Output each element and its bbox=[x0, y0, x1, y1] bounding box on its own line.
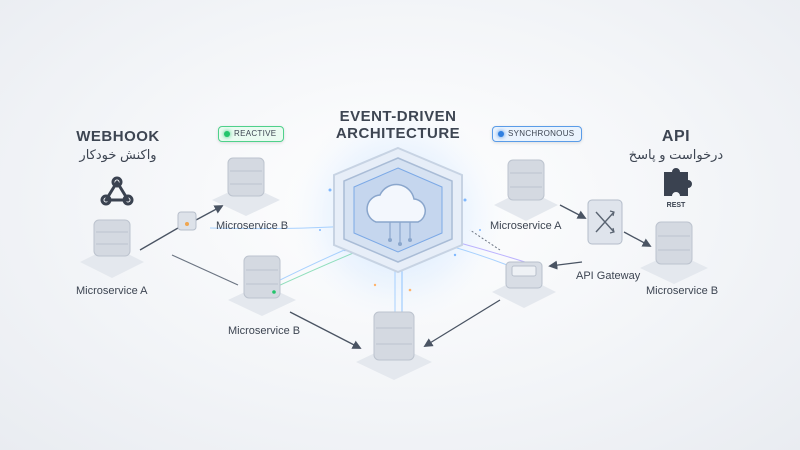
server-microservice-a-right bbox=[494, 159, 558, 221]
server-hub-bottom bbox=[356, 311, 432, 380]
arrow-a-to-relay bbox=[139, 227, 179, 251]
switch-icon bbox=[587, 199, 623, 245]
label-microservice-a-left: Microservice A bbox=[76, 285, 148, 297]
synchronous-badge-label: SYNCHRONOUS bbox=[508, 129, 575, 138]
relay-node bbox=[177, 211, 197, 231]
reactive-badge-label: REACTIVE bbox=[234, 129, 277, 138]
api-gateway-node bbox=[492, 261, 556, 308]
reactive-badge: REACTIVE bbox=[218, 126, 285, 142]
synchronous-badge: SYNCHRONOUS bbox=[492, 126, 583, 142]
line-a-to-b2 bbox=[171, 254, 239, 286]
center-title-line1: EVENT-DRIVEN bbox=[339, 108, 457, 125]
rest-label: REST bbox=[666, 202, 686, 209]
webhook-icon bbox=[100, 176, 134, 206]
api-subtitle: درخواست و پاسخ bbox=[628, 147, 724, 162]
puzzle-icon bbox=[664, 168, 692, 196]
label-microservice-b-top-left: Microservice B bbox=[216, 220, 289, 232]
label-microservice-a-right: Microservice A bbox=[490, 220, 562, 232]
cloud-icon bbox=[366, 183, 426, 246]
arrow-gateway-to-hub bbox=[423, 299, 501, 347]
api-title: API bbox=[661, 128, 691, 145]
label-microservice-b-bottom-left: Microservice B bbox=[228, 325, 301, 337]
reactive-dot bbox=[224, 131, 230, 137]
arrow-switch-to-mb bbox=[623, 231, 652, 247]
server-microservice-a-left bbox=[80, 219, 144, 278]
synchronous-dot bbox=[498, 131, 504, 137]
arrow-relay-to-b bbox=[195, 205, 224, 221]
server-microservice-b-right bbox=[640, 221, 708, 284]
label-microservice-b-right: Microservice B bbox=[646, 285, 719, 297]
label-api-gateway: API Gateway bbox=[576, 270, 641, 282]
arrow-b2-to-hub bbox=[289, 311, 362, 349]
webhook-subtitle: واکنش خودکار bbox=[79, 147, 157, 162]
arrow-ma-to-switch bbox=[559, 204, 587, 219]
center-title-line2: ARCHITECTURE bbox=[335, 125, 461, 142]
center-title: EVENT-DRIVEN ARCHITECTURE bbox=[320, 108, 476, 142]
server-microservice-b-bottom-left bbox=[228, 255, 296, 316]
webhook-title: WEBHOOK bbox=[76, 128, 160, 145]
server-microservice-b-top-left bbox=[212, 157, 280, 216]
arrow-switch-to-gateway bbox=[548, 260, 583, 270]
